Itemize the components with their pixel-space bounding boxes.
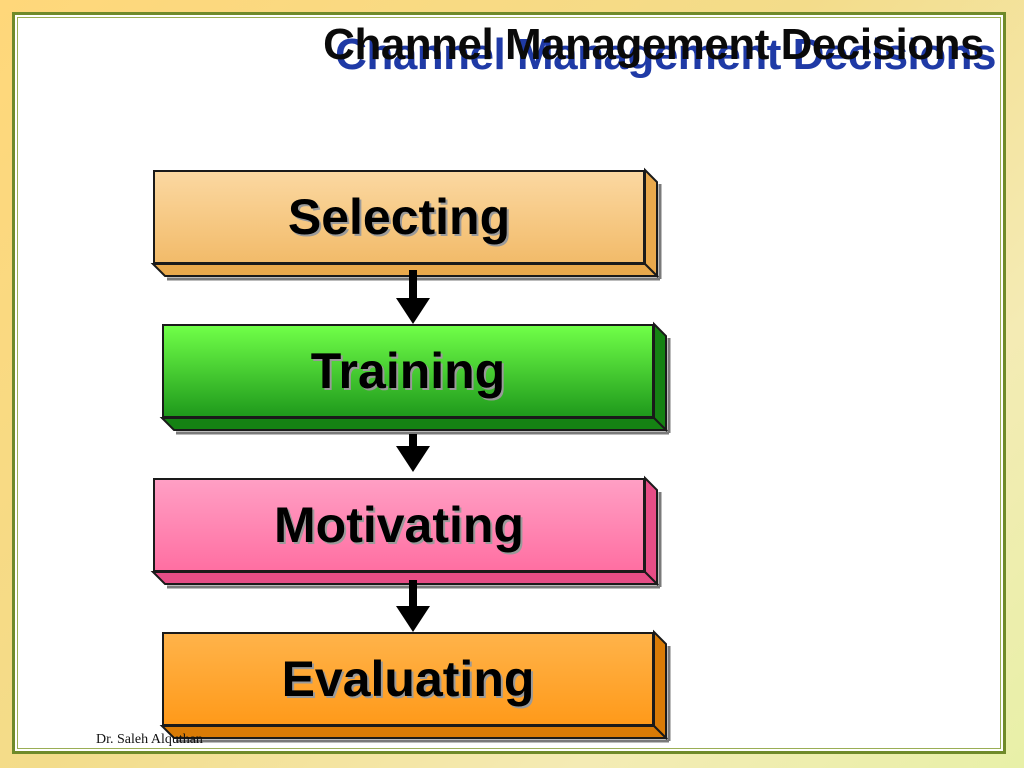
slide-title-text: Channel Management Decisions [323,20,984,69]
step-box: Training [162,324,654,418]
step-label: Motivating [274,497,524,553]
footer-author: Dr. Saleh Alquthan [96,732,203,747]
slide-title: Channel Management Decisions Channel Man… [84,20,996,90]
step-label: Selecting [287,189,511,245]
step-box: Motivating [153,478,645,572]
step-label: Training [310,343,506,399]
arrow-down-icon [396,434,430,472]
step-box: Evaluating [162,632,654,726]
arrow-down-icon [396,270,430,324]
step-label: Evaluating [281,651,535,707]
slide-title-shadow: Channel Management Decisions [335,30,996,79]
arrow-down-icon [396,580,430,632]
step-box: Selecting [153,170,645,264]
